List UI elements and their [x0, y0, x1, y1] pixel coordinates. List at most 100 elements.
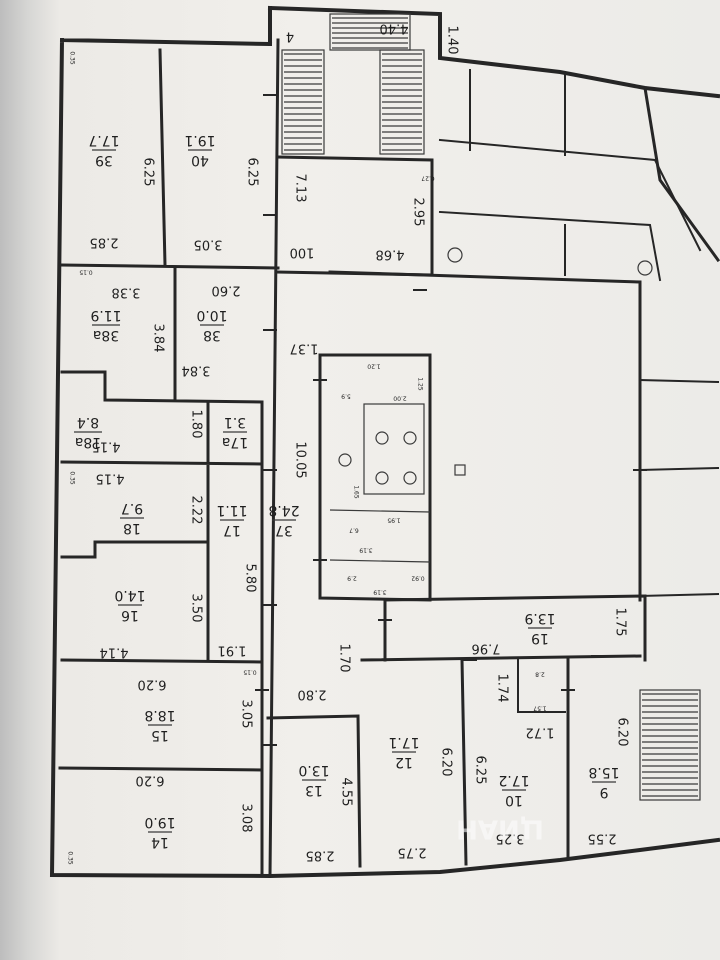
dimension-label: 6.20: [615, 718, 630, 747]
room-label-18a: 18a 8.4: [74, 414, 102, 450]
dimension-label: 7.96: [472, 641, 501, 656]
room-label-15: 15 18.8: [144, 707, 175, 743]
small-dimension-label: 0.27: [421, 175, 435, 182]
dimension-label: 1.72: [526, 725, 555, 740]
dimension-label: 2.55: [588, 831, 617, 846]
room-number: 38: [203, 327, 221, 343]
stair-treads: [284, 17, 698, 797]
room-area: 19.1: [184, 132, 215, 148]
room-area: 3.1: [224, 414, 246, 430]
door-ticks: [255, 94, 647, 746]
small-dimension-label: 1.20: [367, 363, 381, 370]
room-number: 12: [395, 754, 413, 770]
dimension-label: 2.85: [90, 235, 119, 250]
sanitary-block: [329, 247, 653, 563]
dimension-label: 3.05: [194, 237, 223, 252]
room-number: 10: [505, 792, 523, 808]
room-label-38a: 38a 11.9: [90, 307, 121, 343]
small-labels: 0.35 0.15 0.35 0.35 0.15 1.20 1.25 2.00 …: [67, 51, 547, 865]
dimension-label: 3.84: [182, 363, 211, 378]
room-area: 17.2: [498, 772, 529, 788]
dimension-label: 2.95: [411, 198, 426, 227]
dimension-label: 3.08: [239, 804, 254, 833]
room-number: 18a: [75, 434, 101, 450]
dimension-label: 3.05: [239, 700, 254, 729]
room-label-19: 19 13.9: [524, 610, 555, 646]
small-dimension-label: 0.35: [67, 851, 74, 865]
dimension-label: 5.80: [243, 564, 258, 593]
watermark-text: ЦИАН: [456, 814, 544, 844]
staircases: [281, 13, 701, 801]
small-dimension-label: 0.92: [411, 575, 425, 582]
dimension-label: 3.84: [151, 324, 166, 353]
room-number: 9: [600, 784, 609, 800]
room-label-14: 14 19.0: [144, 814, 175, 850]
dimension-label: 10.05: [293, 441, 308, 478]
dimension-label: 4.55: [339, 778, 354, 807]
dimension-label: 6.25: [473, 756, 488, 785]
room-area: 17.1: [388, 734, 419, 750]
small-dimension-label: 0.15: [79, 269, 93, 276]
room-label-40: 40 19.1: [184, 132, 215, 168]
dimension-label: 6.20: [138, 677, 167, 692]
room-number: 16: [121, 607, 139, 623]
room-area: 8.4: [77, 414, 99, 430]
small-dimension-label: 1.65: [353, 485, 360, 499]
room-number: 40: [191, 152, 209, 168]
dimension-label: 1.75: [613, 608, 628, 637]
small-dimension-label: 2.9: [347, 575, 357, 582]
dimension-label: 3.38: [112, 285, 141, 300]
dimension-label: 4.14: [100, 645, 129, 660]
room-label-37: 37 24.8: [268, 502, 299, 538]
dimension-label: 4: [286, 29, 294, 44]
room-area: 11.9: [90, 307, 121, 323]
room-number: 18: [123, 520, 141, 536]
dimension-label: 6.20: [136, 773, 165, 788]
dimension-label: 6.25: [141, 158, 156, 187]
dimension-label: 7.13: [293, 174, 308, 203]
small-dimension-label: 0.35: [69, 471, 76, 485]
dimension-label: 2.85: [306, 848, 335, 863]
room-label-12: 12 17.1: [388, 734, 419, 770]
small-dimension-label: 3.19: [359, 547, 373, 554]
dimension-label: 4.68: [376, 247, 405, 262]
small-dimension-label: 6.7: [349, 527, 359, 534]
room-area: 18.8: [144, 707, 175, 723]
room-label-13: 13 13.0: [298, 762, 329, 798]
room-label-39: 39 17.7: [88, 132, 119, 168]
room-area: 24.8: [268, 502, 299, 518]
room-label-17a: 17a 3.1: [222, 414, 248, 450]
small-dimension-label: 1.57: [533, 705, 547, 712]
room-number: 19: [531, 630, 549, 646]
small-dimension-label: 3.19: [373, 589, 387, 596]
dimension-label: 1.70: [337, 644, 352, 673]
dimension-label: 4.15: [92, 439, 121, 454]
outer-walls: [49, 5, 720, 879]
dimension-label: 1.37: [290, 341, 319, 356]
room-area: 19.0: [144, 814, 175, 830]
room-area: 13.9: [524, 610, 555, 626]
dimension-label: 3.25: [496, 831, 525, 846]
small-dimension-label: 1.25: [417, 377, 424, 391]
room-label-9: 9 15.8: [588, 764, 619, 800]
room-number: 37: [275, 522, 293, 538]
dimension-label: 2.60: [212, 283, 241, 298]
dimension-label: 3.50: [189, 594, 204, 623]
room-area: 14.0: [114, 587, 145, 603]
small-dimension-label: 2.8: [535, 671, 545, 678]
room-area: 10.0: [196, 307, 227, 323]
dimension-label: 1.80: [189, 410, 204, 439]
dimension-label: 6.20: [439, 748, 454, 777]
room-area: 11.1: [216, 502, 247, 518]
dimension-label: 2.75: [398, 845, 427, 860]
room-number: 39: [95, 152, 113, 168]
room-number: 38a: [93, 327, 119, 343]
room-number: 14: [151, 834, 169, 850]
dimension-label: 1.91: [218, 643, 247, 658]
dimension-label: 1.40: [445, 26, 460, 55]
small-dimension-label: 0.15: [243, 669, 257, 676]
room-number: 15: [151, 727, 169, 743]
room-label-10: 10 17.2: [498, 772, 529, 808]
